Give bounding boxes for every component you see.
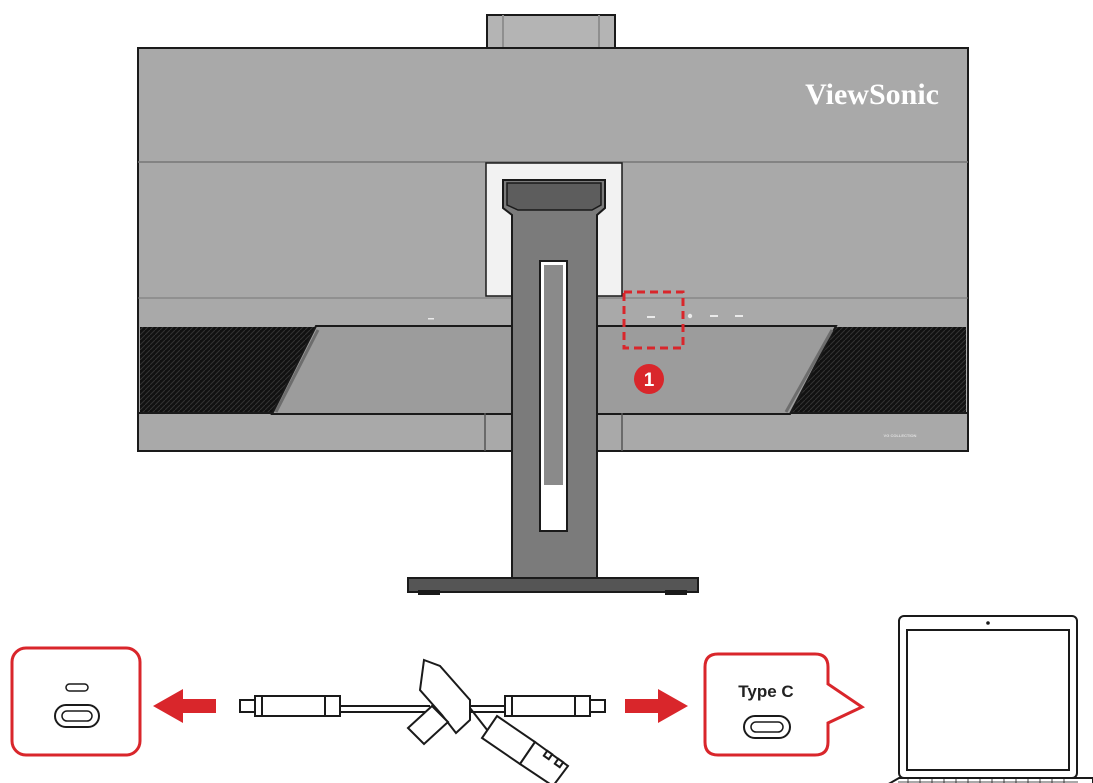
series-label: VG COLLECTION (884, 433, 917, 438)
callout-number: 1 (644, 370, 655, 391)
webcam-module (486, 14, 616, 50)
usb-c-port-icon (743, 715, 791, 739)
laptop-icon (888, 615, 1093, 783)
port-highlight-box (622, 290, 685, 350)
callout-badge (634, 364, 664, 394)
stand-base (407, 577, 699, 593)
monitor-port-panel (10, 646, 142, 757)
control-buttons (428, 313, 743, 320)
usb-c-cable-icon (239, 658, 606, 746)
type-c-callout: Type C (703, 652, 866, 757)
monitor-rear: ViewSonic VG COLLECTION 1 (137, 14, 969, 595)
usb-c-port-icon (54, 704, 100, 728)
usb-a-plug-icon (469, 707, 570, 783)
arrow-left-icon (153, 689, 216, 723)
brand-logo: ViewSonic (805, 78, 939, 111)
type-c-label: Type C (738, 682, 793, 701)
indicator-slot-icon (65, 683, 89, 692)
arrow-right-icon (625, 689, 688, 723)
